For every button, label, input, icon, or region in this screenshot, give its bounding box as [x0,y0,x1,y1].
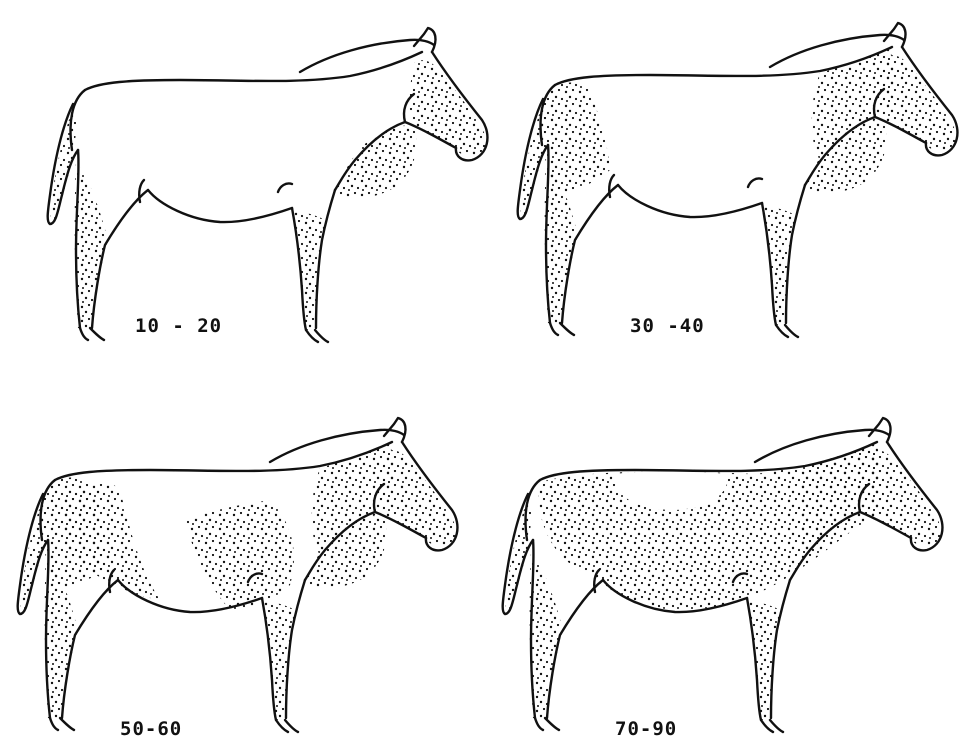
panel-label: 10 - 20 [135,315,222,337]
stipple-shading [21,444,456,720]
horse-panel-1: 10 - 20 [48,28,488,342]
horse-panel-2: 30 -40 [518,23,958,337]
panel-label: 30 -40 [630,315,705,337]
horse-panel-4: 70-90 [503,418,943,740]
stipple-shading [51,60,486,330]
horse-panel-3: 50-60 [18,418,458,740]
stipple-shading [521,49,956,325]
panel-label: 50-60 [120,718,182,740]
panel-label: 70-90 [615,718,677,740]
